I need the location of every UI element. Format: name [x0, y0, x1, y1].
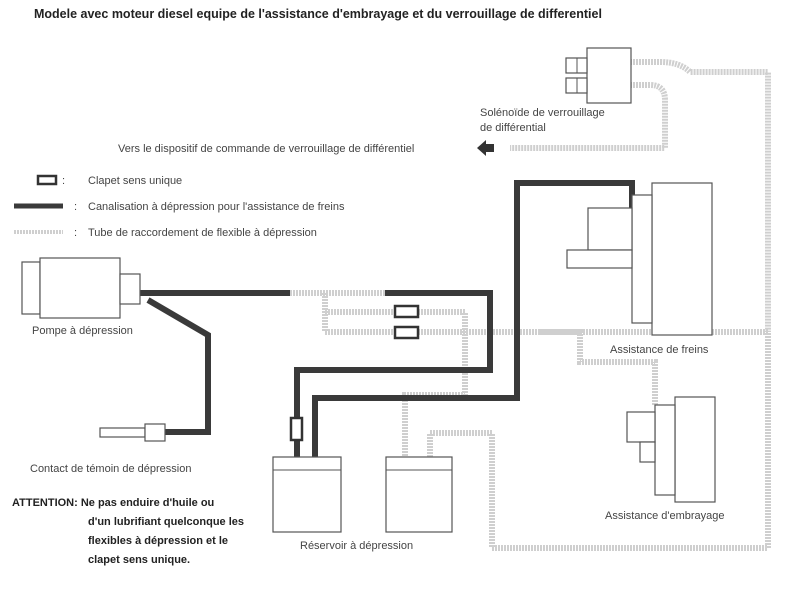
vacuum-switch — [99, 423, 166, 442]
contact-label: Contact de témoin de dépression — [30, 463, 191, 475]
solenoid-label: de différential — [480, 122, 546, 134]
svg-text:clapet sens unique.: clapet sens unique. — [88, 554, 190, 566]
brake-assist-label: Assistance de freins — [610, 344, 709, 356]
legend-hose-label: Tube de raccordement de flexible à dépre… — [88, 227, 317, 239]
diff-control-label: Vers le dispositif de commande de verrou… — [118, 143, 414, 155]
clutch-booster — [626, 396, 716, 503]
svg-text::: : — [62, 175, 65, 187]
brake-vacuum-lines — [140, 180, 635, 457]
svg-text:d'un lubrifiant quelconque les: d'un lubrifiant quelconque les — [88, 516, 244, 528]
svg-text:ATTENTION: Ne pas enduire d'h: ATTENTION: Ne pas enduire d'huile ou — [12, 497, 214, 509]
vacuum-hoses — [290, 59, 771, 551]
legend: : Clapet sens unique : Canalisation à dé… — [14, 174, 345, 239]
clutch-assist-label: Assistance d'embrayage — [605, 510, 725, 522]
brake-booster — [566, 182, 713, 336]
vacuum-reservoirs — [272, 456, 453, 533]
svg-text::: : — [74, 227, 77, 239]
check-valve — [393, 325, 420, 340]
legend-valve-icon — [36, 174, 58, 186]
check-valve — [289, 416, 304, 442]
solenoid-label: Solénoïde de verrouillage — [480, 107, 605, 119]
warning-note: ATTENTION: Ne pas enduire d'huile ou d'u… — [12, 497, 244, 566]
check-valve — [393, 304, 420, 319]
legend-brake-line-label: Canalisation à dépression pour l'assista… — [88, 201, 345, 213]
pump-label: Pompe à dépression — [32, 325, 133, 337]
diagram-title: Modele avec moteur diesel equipe de l'as… — [34, 7, 602, 21]
svg-text:flexibles à dépression et le: flexibles à dépression et le — [88, 535, 228, 547]
svg-text::: : — [74, 201, 77, 213]
reservoir-label: Réservoir à dépression — [300, 540, 413, 552]
arrow-left-icon — [477, 140, 494, 156]
differential-lock-solenoid — [565, 47, 632, 104]
legend-valve-label: Clapet sens unique — [88, 175, 182, 187]
vacuum-pump — [21, 257, 141, 319]
